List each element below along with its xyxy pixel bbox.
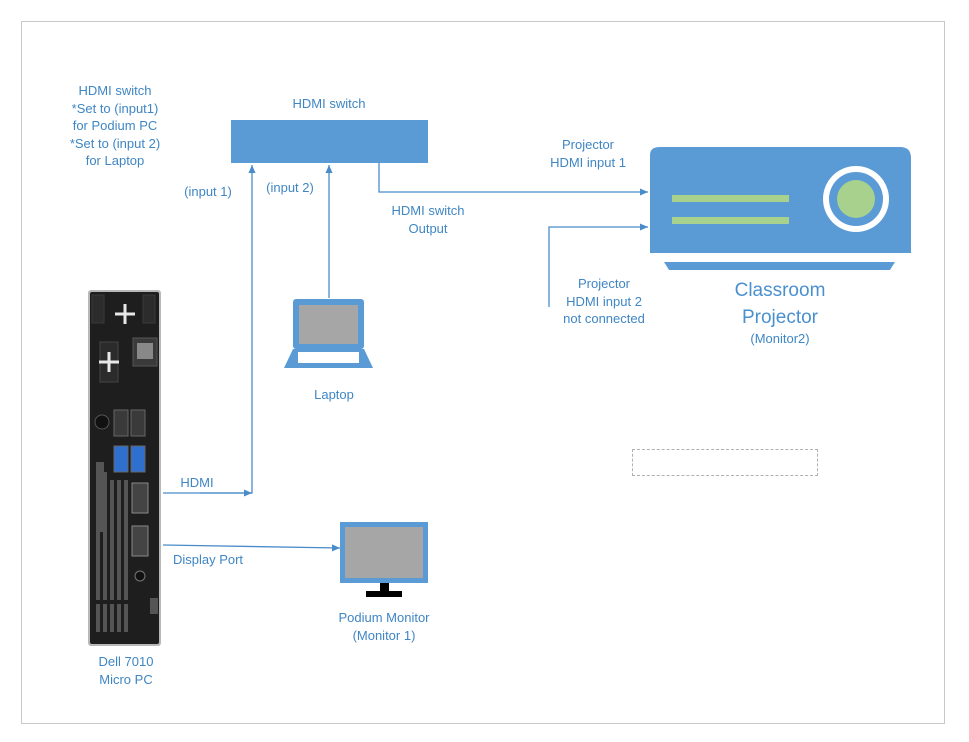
hdmi-switch-box <box>231 120 428 163</box>
pc-label: Dell 7010 Micro PC <box>76 653 176 688</box>
switch-note-line: for Podium PC <box>72 118 158 133</box>
displayport-connector <box>162 544 341 552</box>
podium-monitor-label: Podium Monitor (Monitor 1) <box>324 609 444 644</box>
projector-name-line: Projector <box>741 307 819 328</box>
switch-note-line: HDMI switch <box>78 83 152 98</box>
projector-name: Classroom Projector <box>710 277 850 331</box>
projector-input1-label: Projector HDMI input 1 <box>535 136 641 171</box>
laptop-label: Laptop <box>314 387 354 402</box>
input2-label: (input 2) <box>266 180 314 195</box>
projector-input2-line: HDMI input 2 <box>566 293 642 309</box>
switch-output-connector <box>378 163 648 196</box>
pc-label-line: Dell 7010 <box>98 654 154 669</box>
switch-note-line: for Laptop <box>85 153 145 168</box>
empty-placeholder-box <box>632 449 818 476</box>
switch-note-line: *Set to (input1) <box>71 100 159 116</box>
display-port-label: Display Port <box>172 552 244 567</box>
projector-name-line: Classroom <box>734 280 826 301</box>
projector-input2-line: Projector <box>577 276 631 291</box>
podium-monitor-line: Podium Monitor <box>338 610 430 625</box>
projector-input2-label: Projector HDMI input 2 not connected <box>550 275 658 328</box>
projector-input1-line: HDMI input 1 <box>550 154 626 170</box>
projector-icon <box>650 147 911 270</box>
switch-note-line: *Set to (input 2) <box>69 135 161 151</box>
switch-output-label: HDMI switch Output <box>378 202 478 237</box>
podium-monitor-icon <box>340 522 428 597</box>
input1-label: (input 1) <box>184 184 232 199</box>
podium-monitor-line: (Monitor 1) <box>352 627 416 643</box>
dell-micro-pc-icon <box>88 290 161 646</box>
laptop-icon <box>284 299 373 368</box>
hdmi-label: HDMI <box>180 475 214 490</box>
projector-input1-line: Projector <box>561 137 615 152</box>
switch-output-line: HDMI switch <box>391 203 465 218</box>
switch-title: HDMI switch <box>292 96 366 111</box>
switch-output-line: Output <box>408 220 448 236</box>
projector-input2-line: not connected <box>563 311 645 326</box>
pc-hdmi-connector <box>163 165 256 494</box>
projector-subtitle: (Monitor2) <box>750 331 810 346</box>
pc-label-line: Micro PC <box>99 671 153 687</box>
projector-input2-connector <box>548 223 648 307</box>
diagram-page <box>21 21 945 724</box>
switch-note: HDMI switch *Set to (input1) for Podium … <box>55 82 175 170</box>
